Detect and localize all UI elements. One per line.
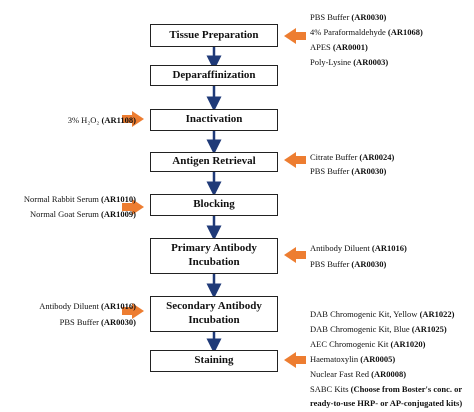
reagent-item: ready-to-use HRP- or AP-conjugated kits) [310, 398, 463, 408]
reagent-item: PBS Buffer (AR0030) [59, 317, 136, 327]
reagent-item: Nuclear Fast Red (AR0008) [310, 369, 407, 379]
side-arrow-blocking [122, 199, 144, 215]
step-deparaffinization: Deparaffinization [150, 65, 278, 86]
reagent-item: 4% Paraformaldehyde (AR1068) [310, 27, 423, 37]
step-blocking: Blocking [150, 194, 278, 216]
step-antigen-retrieval: Antigen Retrieval [150, 152, 278, 172]
reagent-item: Normal Rabbit Serum (AR1010) [23, 194, 136, 204]
step-inactivation: Inactivation [150, 109, 278, 131]
step-tissue-preparation: Tissue Preparation [150, 24, 278, 47]
reagent-item: PBS Buffer (AR0030) [310, 12, 387, 22]
reagent-item: PBS Buffer (AR0030) [310, 166, 387, 176]
reagent-item: Haematoxylin (AR0005) [310, 354, 396, 364]
reagent-item: DAB Chromogenic Kit, Yellow (AR1022) [310, 309, 455, 319]
step-staining: Staining [150, 350, 278, 372]
reagent-item: SABC Kits (Choose from Boster's conc. or [310, 384, 463, 394]
reagent-item: DAB Chromogenic Kit, Blue (AR1025) [310, 324, 447, 334]
reagent-item: Antibody Diluent (AR1016) [39, 301, 136, 311]
side-arrow-inactivation [122, 111, 144, 127]
step-primary-antibody: Primary Antibody Incubation [150, 238, 278, 274]
reagent-item: Citrate Buffer (AR0024) [310, 152, 395, 162]
step-secondary-antibody: Secondary Antibody Incubation [150, 296, 278, 332]
side-arrow-tissue [284, 28, 306, 44]
reagent-item: 3% H₂O₂ (AR1108) [67, 115, 136, 125]
side-arrow-antigen [284, 152, 306, 168]
reagent-item: Poly-Lysine (AR0003) [310, 57, 389, 67]
reagent-item: AEC Chromogenic Kit (AR1020) [310, 339, 426, 349]
side-arrow-primary [284, 247, 306, 263]
reagent-item: Antibody Diluent (AR1016) [310, 243, 407, 253]
side-arrow-staining [284, 352, 306, 368]
reagent-item: Normal Goat Serum (AR1009) [29, 209, 136, 219]
reagent-item: PBS Buffer (AR0030) [310, 259, 387, 269]
reagent-item: APES (AR0001) [310, 42, 368, 52]
side-arrow-secondary [122, 303, 144, 319]
